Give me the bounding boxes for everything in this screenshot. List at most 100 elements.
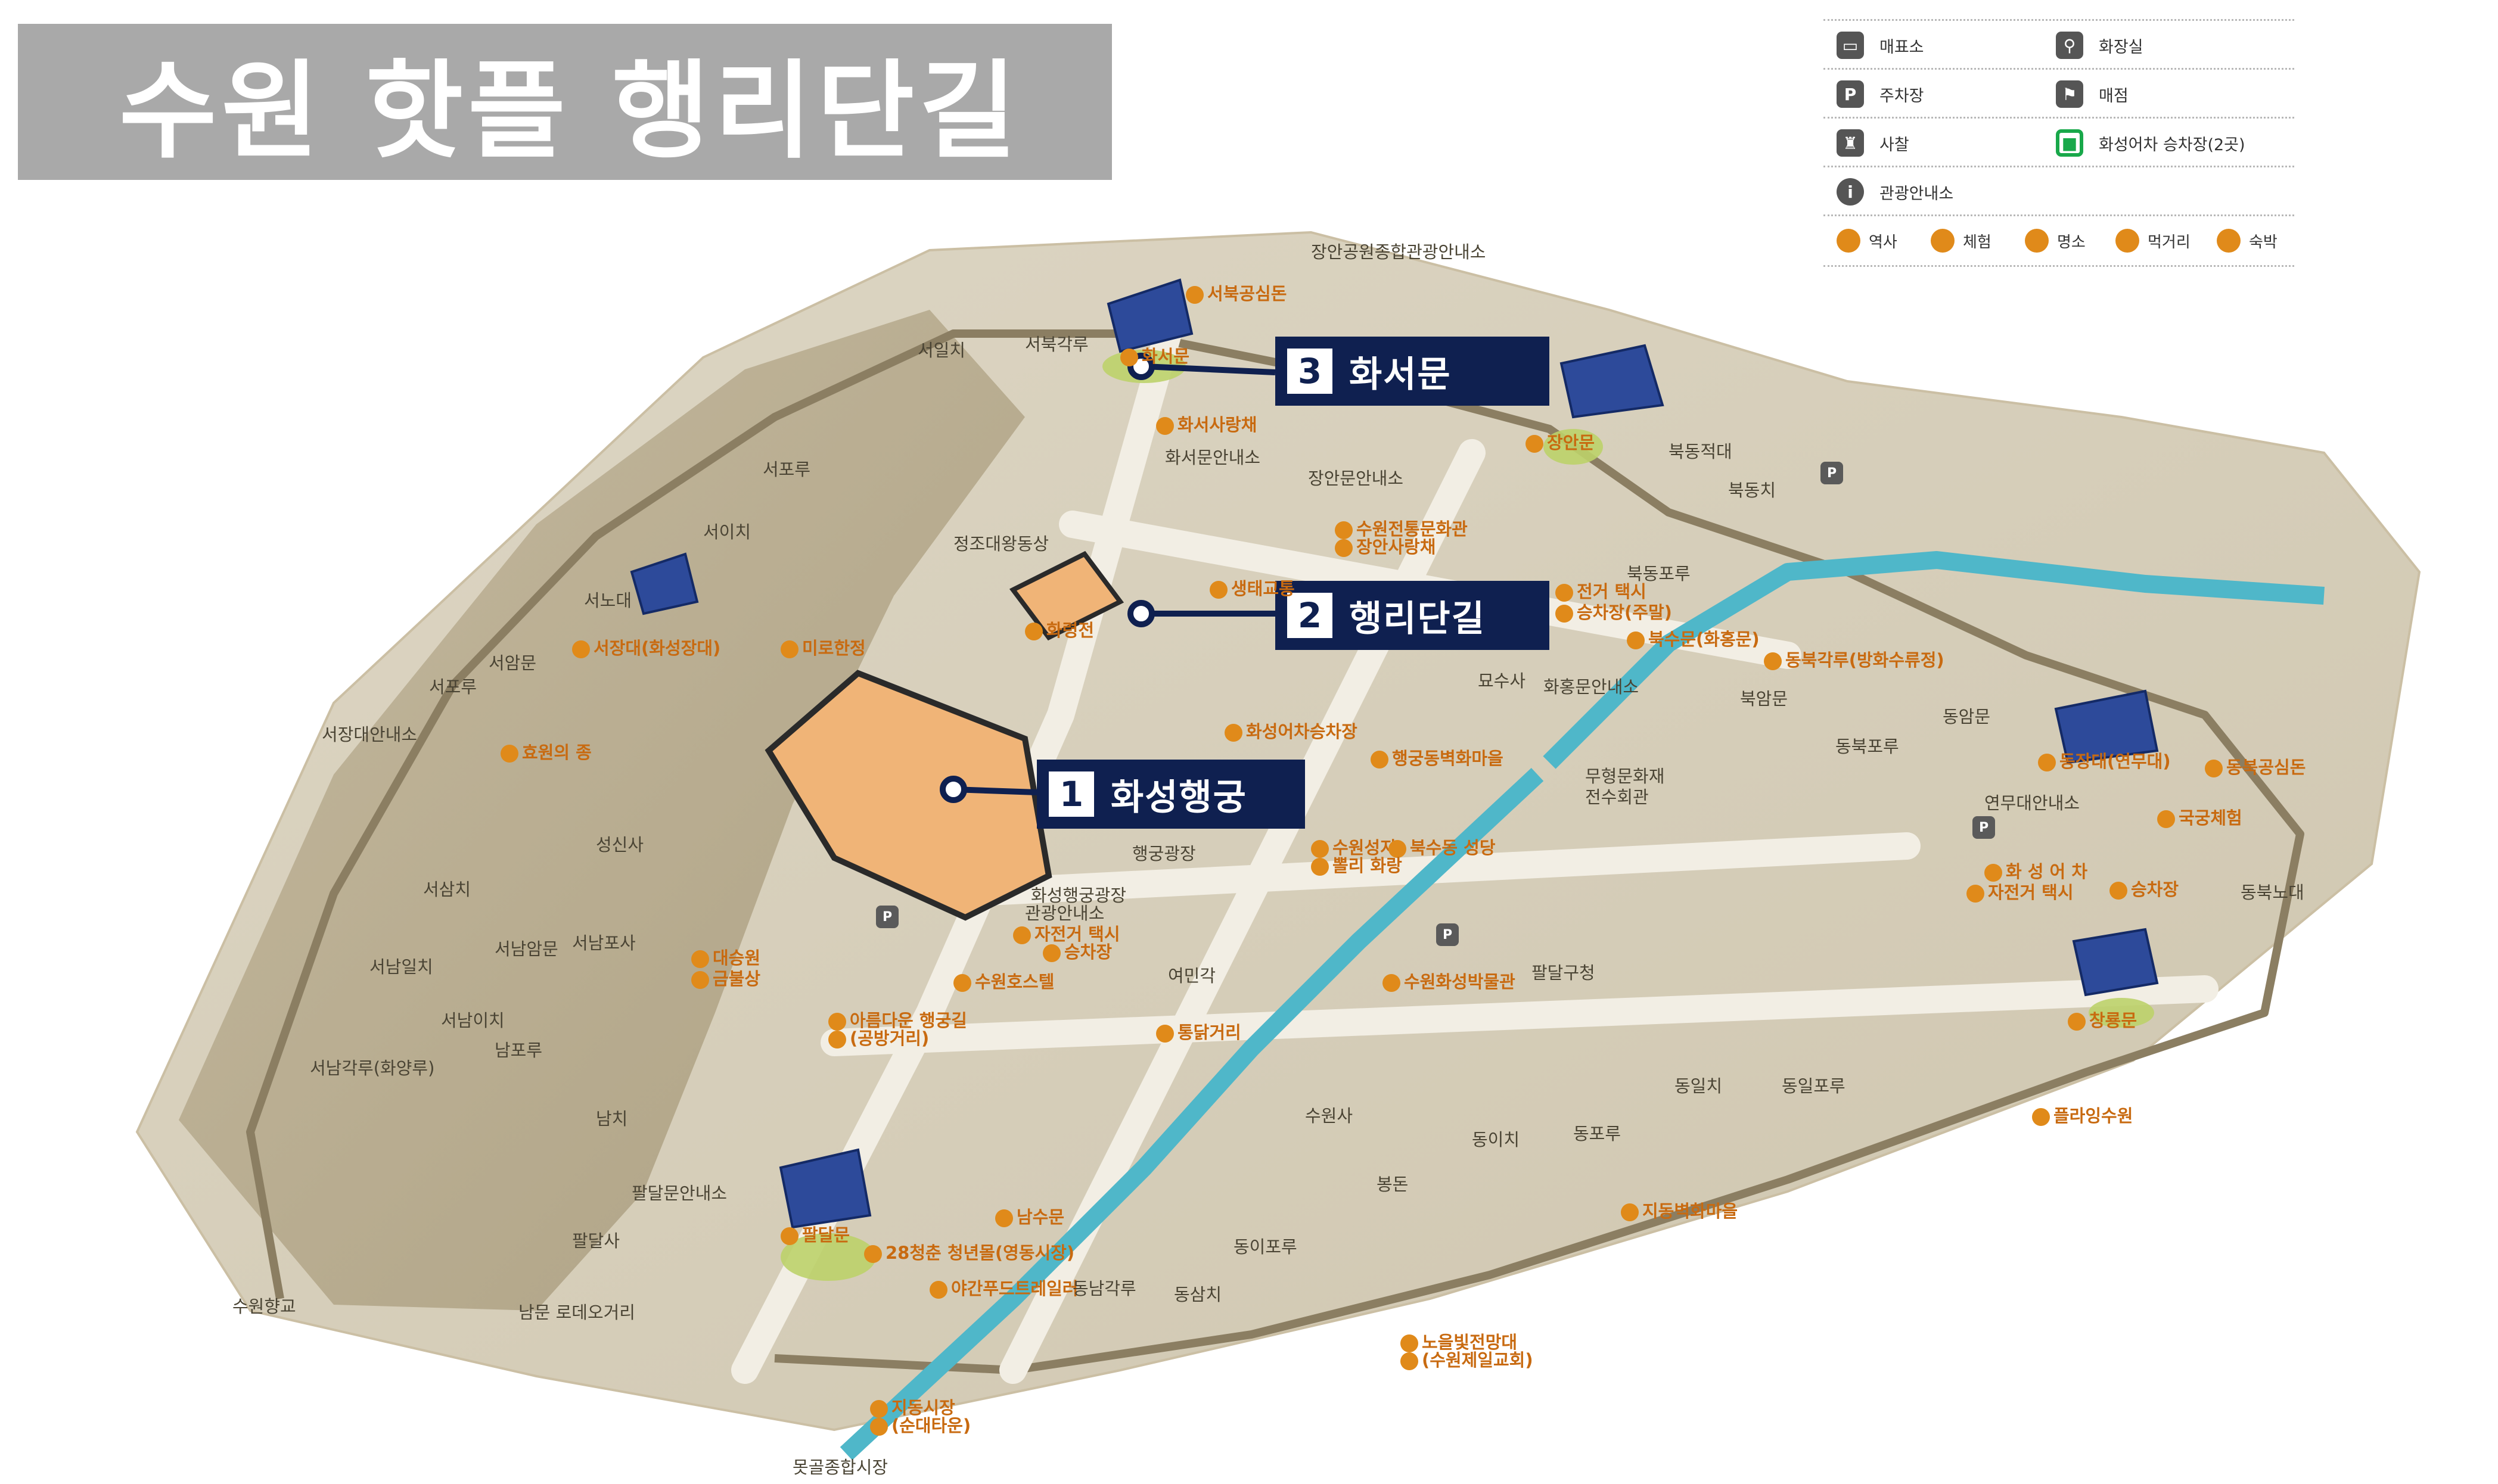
callout-hwaseomun[interactable]: 3 화서문	[1275, 337, 1549, 406]
place-label[interactable]: 동남각루	[1073, 1275, 1136, 1300]
place-label[interactable]: 남포루	[495, 1037, 542, 1062]
place-label[interactable]: 동일치	[1674, 1072, 1722, 1097]
place-label[interactable]: 대승원	[691, 944, 760, 969]
place-label[interactable]: 팔달문안내소	[632, 1180, 727, 1205]
place-label[interactable]: 동일포루	[1782, 1072, 1845, 1097]
place-label[interactable]: 효원의 종	[501, 739, 592, 764]
place-label[interactable]: 자전거 택시	[1966, 879, 2074, 904]
place-label[interactable]: 북수동 성당	[1388, 834, 1496, 859]
place-label[interactable]: 화서문	[1120, 343, 1189, 368]
place-label[interactable]: 행궁광장	[1132, 840, 1196, 865]
place-label[interactable]: 봉돈	[1377, 1171, 1408, 1196]
place-label[interactable]: 수원사	[1305, 1102, 1353, 1127]
place-label[interactable]: 동장대(연무대)	[2038, 748, 2171, 773]
place-label[interactable]: 화성어차승차장	[1225, 718, 1357, 743]
place-label[interactable]: 성신사	[596, 831, 644, 856]
place-label[interactable]: 화령전	[1025, 617, 1094, 642]
place-label[interactable]: 창룡문	[2068, 1007, 2137, 1032]
place-label[interactable]: 동북공심돈	[2205, 754, 2306, 779]
place-label[interactable]: 화 성 어 차	[1984, 858, 2087, 883]
place-label[interactable]: 무형문화재	[1585, 763, 1664, 788]
place-label[interactable]: 수원향교	[232, 1293, 296, 1318]
place-label[interactable]: 서북각루	[1025, 331, 1089, 356]
place-label[interactable]: 자전거 택시	[1013, 920, 1120, 945]
place-label[interactable]: 연무대안내소	[1984, 789, 2080, 814]
place-label[interactable]: 장안공원종합관광안내소	[1311, 238, 1486, 263]
place-label[interactable]: 장안문안내소	[1308, 465, 1403, 490]
place-label[interactable]: 동암문	[1943, 703, 1990, 728]
place-label[interactable]: 생태교통	[1210, 575, 1295, 600]
place-label[interactable]: (수원제일교회)	[1400, 1346, 1533, 1371]
place-label[interactable]: 서남일치	[369, 953, 433, 978]
place-label[interactable]: 서북공심돈	[1186, 280, 1287, 305]
place-label[interactable]: 28청춘 청년몰(영동시장)	[864, 1239, 1074, 1264]
place-label[interactable]: 서남암문	[495, 935, 558, 960]
place-label[interactable]: 금불상	[691, 965, 760, 990]
place-label[interactable]: 서이치	[703, 518, 751, 543]
place-label[interactable]: 동이포루	[1234, 1233, 1297, 1258]
place-label[interactable]: 서장대(화성장대)	[572, 634, 720, 659]
place-label[interactable]: 못골종합시장	[793, 1454, 888, 1479]
place-label[interactable]: 남문 로데오거리	[518, 1299, 635, 1324]
place-label[interactable]: 플라잉수원	[2032, 1102, 2133, 1127]
place-label[interactable]: 동북포루	[1835, 733, 1899, 758]
place-label[interactable]: 팔달구청	[1531, 959, 1595, 984]
place-label[interactable]: 서남이치	[441, 1007, 505, 1032]
place-label[interactable]: 수원화성박물관	[1382, 968, 1515, 993]
place-label[interactable]: 노을빛전망대	[1400, 1329, 1517, 1354]
place-label[interactable]: 서노대	[584, 587, 632, 612]
place-label[interactable]: 아름다운 행궁길	[828, 1007, 967, 1032]
callout-hwaseong-haenggung[interactable]: 1 화성행궁	[1037, 760, 1305, 829]
place-label[interactable]: 남수문	[995, 1203, 1064, 1228]
place-label[interactable]: 서암문	[489, 649, 536, 674]
place-label[interactable]: 서남각루(화양루)	[310, 1054, 434, 1079]
place-label[interactable]: 승차장	[2109, 876, 2179, 901]
place-label[interactable]: 승차장	[1043, 938, 1112, 963]
place-label[interactable]: 수원성지	[1311, 834, 1396, 859]
place-label[interactable]: 관광안내소	[1025, 900, 1104, 925]
place-label[interactable]: 동북노대	[2241, 879, 2304, 904]
place-label[interactable]: 장안문	[1525, 429, 1595, 454]
place-label[interactable]: 동이치	[1472, 1126, 1520, 1151]
place-label[interactable]: 서일치	[918, 337, 965, 362]
place-label[interactable]: 행궁동벽화마을	[1371, 745, 1503, 770]
place-label[interactable]: 전거 택시	[1555, 578, 1646, 603]
place-label[interactable]: (순대타운)	[870, 1412, 971, 1437]
place-label[interactable]: 수원전통문화관	[1335, 515, 1468, 540]
place-label[interactable]: (공방거리)	[828, 1025, 929, 1050]
place-label[interactable]: 동북각루(방화수류정)	[1764, 646, 1944, 671]
place-label[interactable]: 미로한정	[781, 634, 866, 659]
place-label[interactable]: 승차장(주말)	[1555, 599, 1672, 624]
place-label[interactable]: 정조대왕동상	[953, 530, 1049, 555]
place-label[interactable]: 화성행궁광장	[1031, 882, 1126, 907]
place-label[interactable]: 지동시장	[870, 1394, 955, 1419]
place-label[interactable]: 화홍문안내소	[1543, 673, 1639, 698]
place-label[interactable]: 화서사랑채	[1156, 411, 1257, 436]
place-label[interactable]: 통닭거리	[1156, 1019, 1241, 1044]
place-label[interactable]: 국궁체험	[2157, 804, 2242, 829]
place-label[interactable]: 팔달사	[572, 1227, 620, 1252]
place-label[interactable]: 서포루	[429, 673, 477, 698]
place-label[interactable]: 서포루	[763, 456, 810, 481]
callout-haengridangil[interactable]: 2 행리단길	[1275, 581, 1549, 650]
place-label[interactable]: 북동치	[1728, 477, 1776, 502]
place-label[interactable]: 남치	[596, 1105, 627, 1130]
place-label[interactable]: 여민각	[1168, 962, 1216, 987]
place-label[interactable]: 화서문안내소	[1165, 444, 1260, 469]
place-label[interactable]: 북동적대	[1669, 438, 1732, 463]
place-label[interactable]: 동포루	[1573, 1120, 1621, 1145]
place-label[interactable]: 북암문	[1740, 685, 1788, 710]
place-label[interactable]: 북동포루	[1627, 560, 1691, 585]
place-label[interactable]: 북수문(화홍문)	[1627, 626, 1760, 651]
place-label[interactable]: 전수회관	[1585, 783, 1649, 808]
place-label[interactable]: 수원호스텔	[953, 968, 1054, 993]
place-label[interactable]: 서삼치	[423, 876, 471, 901]
place-label[interactable]: 장안사랑채	[1335, 533, 1436, 558]
place-label[interactable]: 야간푸드트레일러	[930, 1275, 1078, 1300]
place-label[interactable]: 서장대안내소	[322, 721, 417, 746]
place-label[interactable]: 뽈리 화랑	[1311, 852, 1402, 877]
place-label[interactable]: 지동벽화마을	[1621, 1197, 1738, 1222]
place-label[interactable]: 묘수사	[1478, 667, 1525, 692]
place-label[interactable]: 서남포사	[572, 929, 636, 954]
place-label[interactable]: 팔달문	[781, 1221, 850, 1246]
